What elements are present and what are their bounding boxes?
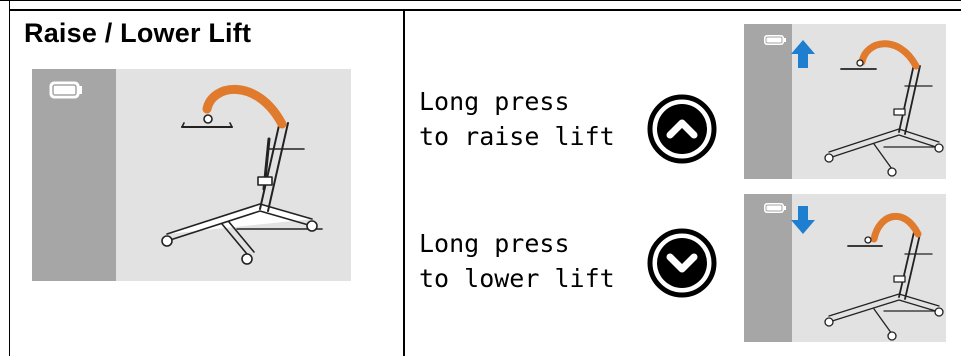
- lower-line-1: Long press: [419, 229, 570, 258]
- chevron-up-circle-icon[interactable]: [647, 94, 717, 164]
- battery-icon: [49, 81, 82, 99]
- chevron-down-circle-icon[interactable]: [647, 228, 717, 298]
- patient-lift-icon: [824, 212, 944, 341]
- up-arrow-icon: [791, 40, 815, 68]
- display-side-panel: [744, 24, 792, 179]
- patient-lift-icon: [161, 85, 323, 265]
- patient-lift-icon: [824, 40, 944, 177]
- display-side-panel: [744, 194, 792, 342]
- raise-line-1: Long press: [419, 87, 570, 116]
- table-border-left: [9, 0, 10, 356]
- table-border-header: [9, 9, 961, 11]
- table-column-divider: [403, 9, 405, 356]
- raise-instruction: Long press to raise lift: [419, 84, 615, 154]
- battery-icon: [764, 35, 786, 45]
- display-side-panel: [32, 69, 116, 281]
- lower-instruction: Long press to lower lift: [419, 226, 615, 296]
- section-title: Raise / Lower Lift: [24, 18, 252, 48]
- down-arrow-icon: [791, 206, 815, 234]
- raise-display-screen: [744, 24, 946, 179]
- lower-display-screen: [744, 194, 946, 342]
- lift-display-screen: [32, 69, 351, 281]
- battery-icon: [764, 203, 786, 213]
- lower-line-2: to lower lift: [419, 264, 615, 293]
- table-border-top: [0, 0, 961, 1]
- raise-line-2: to raise lift: [419, 122, 615, 151]
